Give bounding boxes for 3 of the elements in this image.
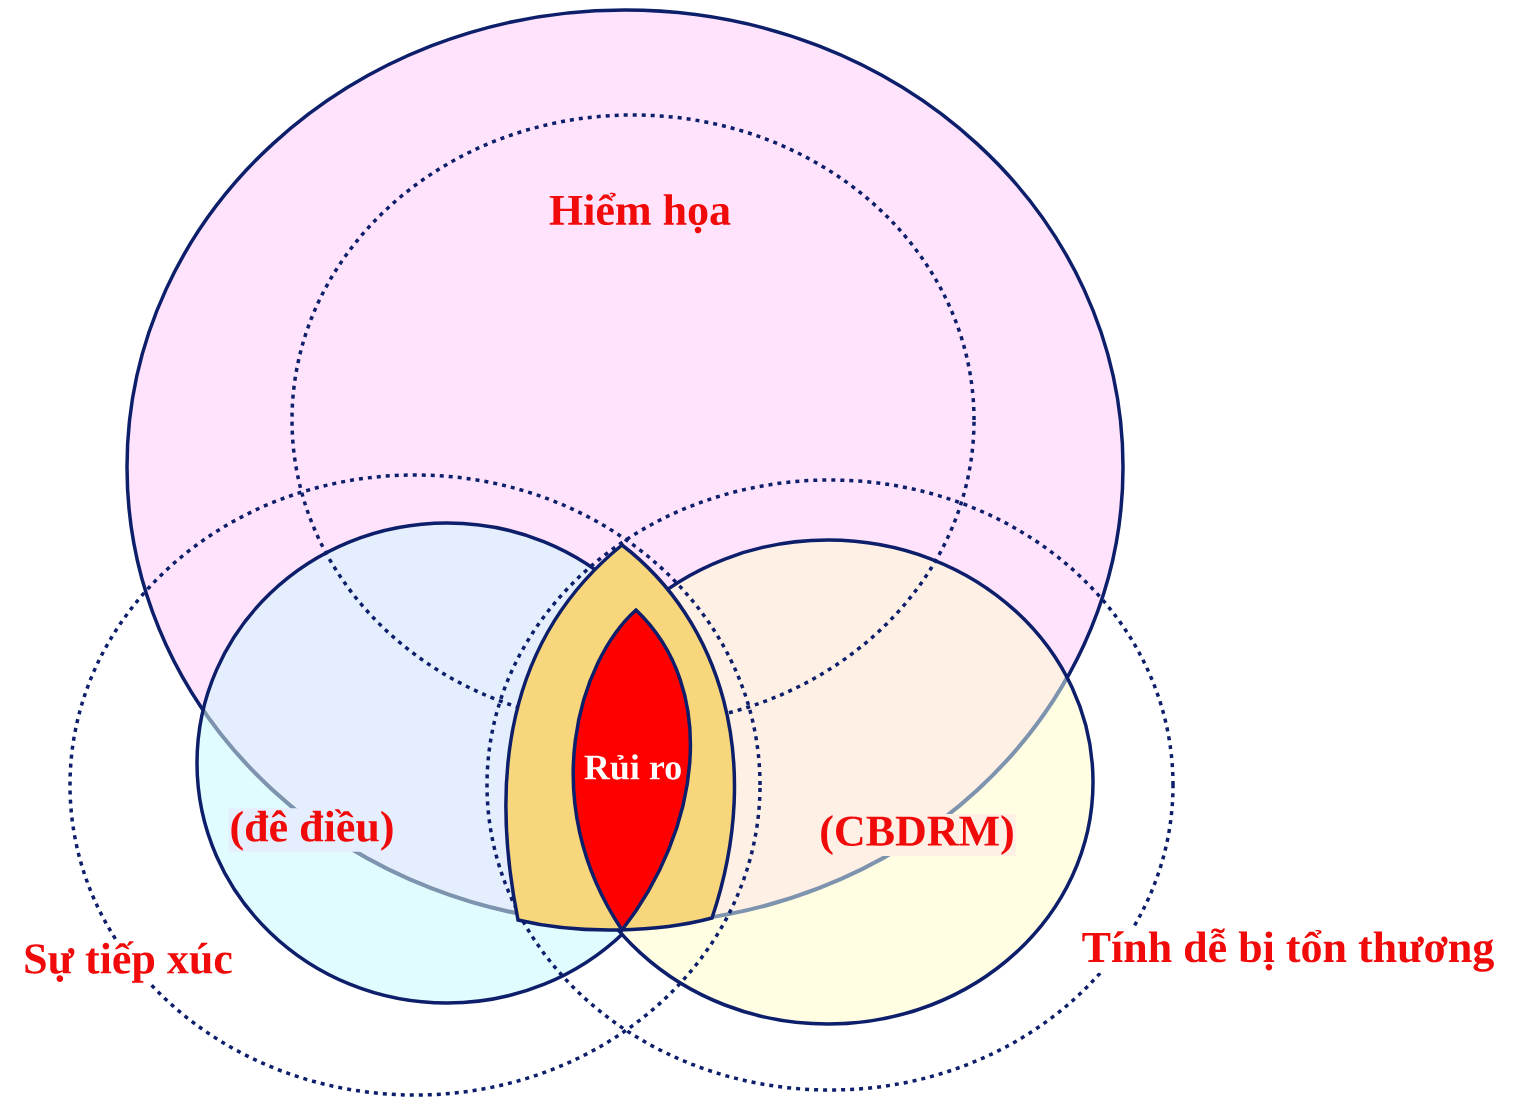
inner-lens: Rủi ro [571,608,692,932]
outer-label: Sự tiếp xúc [22,940,234,984]
outer-label: Tính dễ bị tổn thương [1080,927,1496,973]
